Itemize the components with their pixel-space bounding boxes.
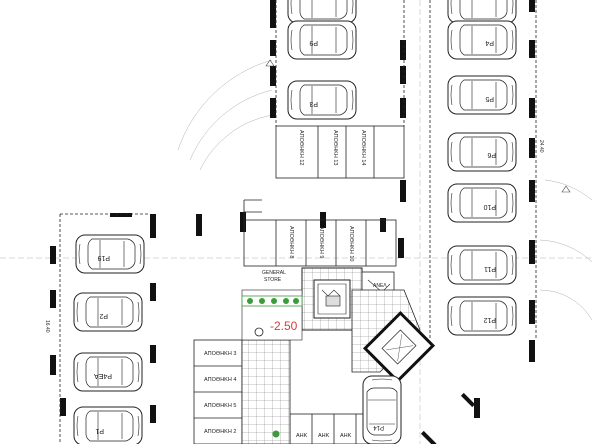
storage-label: ΑΠΟΘΗΚΗ 9 <box>318 226 324 258</box>
car-label: P3 <box>309 100 318 107</box>
general-store-label: GENERAL <box>262 270 286 276</box>
meter-label: ΑΗΚ <box>318 433 330 439</box>
parking-spaces <box>73 0 517 444</box>
outlines <box>59 0 537 444</box>
general-store-label: STORE <box>264 277 282 283</box>
meter-label: ΑΗΚ <box>296 433 308 439</box>
storage-label: ΑΠΟΘΗΚΗ 8 <box>288 226 294 258</box>
level-label: -2.50 <box>270 319 298 333</box>
car-label: P9 <box>309 39 318 46</box>
car-label: P4 <box>485 39 494 46</box>
storage-label: ΑΠΟΘΗΚΗ 4 <box>204 377 236 383</box>
car-label: P5 <box>485 95 494 102</box>
dimension-label: 16.40 <box>44 320 50 333</box>
north-marker <box>265 59 571 193</box>
meter-room-labels: ΑΗΚ ΑΗΚ ΑΗΚ <box>296 433 352 439</box>
storage-label: ΑΠΟΘΗΚΗ 14 <box>360 130 366 165</box>
car-label: P2 <box>99 312 108 319</box>
car-label: P14 <box>373 424 384 430</box>
car-label: P4EA <box>94 372 112 379</box>
lift-label: ΑΝΕΛ. <box>373 283 388 289</box>
walls <box>50 0 535 444</box>
dimension-label: 24.40 <box>538 140 544 153</box>
car-label: P1 <box>95 427 104 434</box>
storage-label: ΑΠΟΘΗΚΗ 13 <box>332 130 338 165</box>
storage-labels: ΑΠΟΘΗΚΗ 12 ΑΠΟΘΗΚΗ 13 ΑΠΟΘΗΚΗ 14 ΑΠΟΘΗΚΗ… <box>204 130 366 435</box>
car-label: P6 <box>487 151 496 158</box>
storage-label: ΑΠΟΘΗΚΗ 3 <box>204 351 236 357</box>
stair-core <box>241 267 436 444</box>
car-labels: P9 P3 P4 P5 P6 P10 P11 P12 P19 P2 P4EA P… <box>94 39 496 434</box>
car-label: P10 <box>483 203 496 210</box>
car-label: P12 <box>483 316 496 323</box>
storage-label: ΑΠΟΘΗΚΗ 12 <box>298 130 304 165</box>
meter-label: ΑΗΚ <box>340 433 352 439</box>
storage-label: ΑΠΟΘΗΚΗ 10 <box>348 226 354 261</box>
car-label: P19 <box>97 254 110 261</box>
storage-label: ΑΠΟΘΗΚΗ 5 <box>204 403 236 409</box>
storage-label: ΑΠΟΘΗΚΗ 2 <box>204 429 236 435</box>
car-label: P11 <box>484 265 496 272</box>
